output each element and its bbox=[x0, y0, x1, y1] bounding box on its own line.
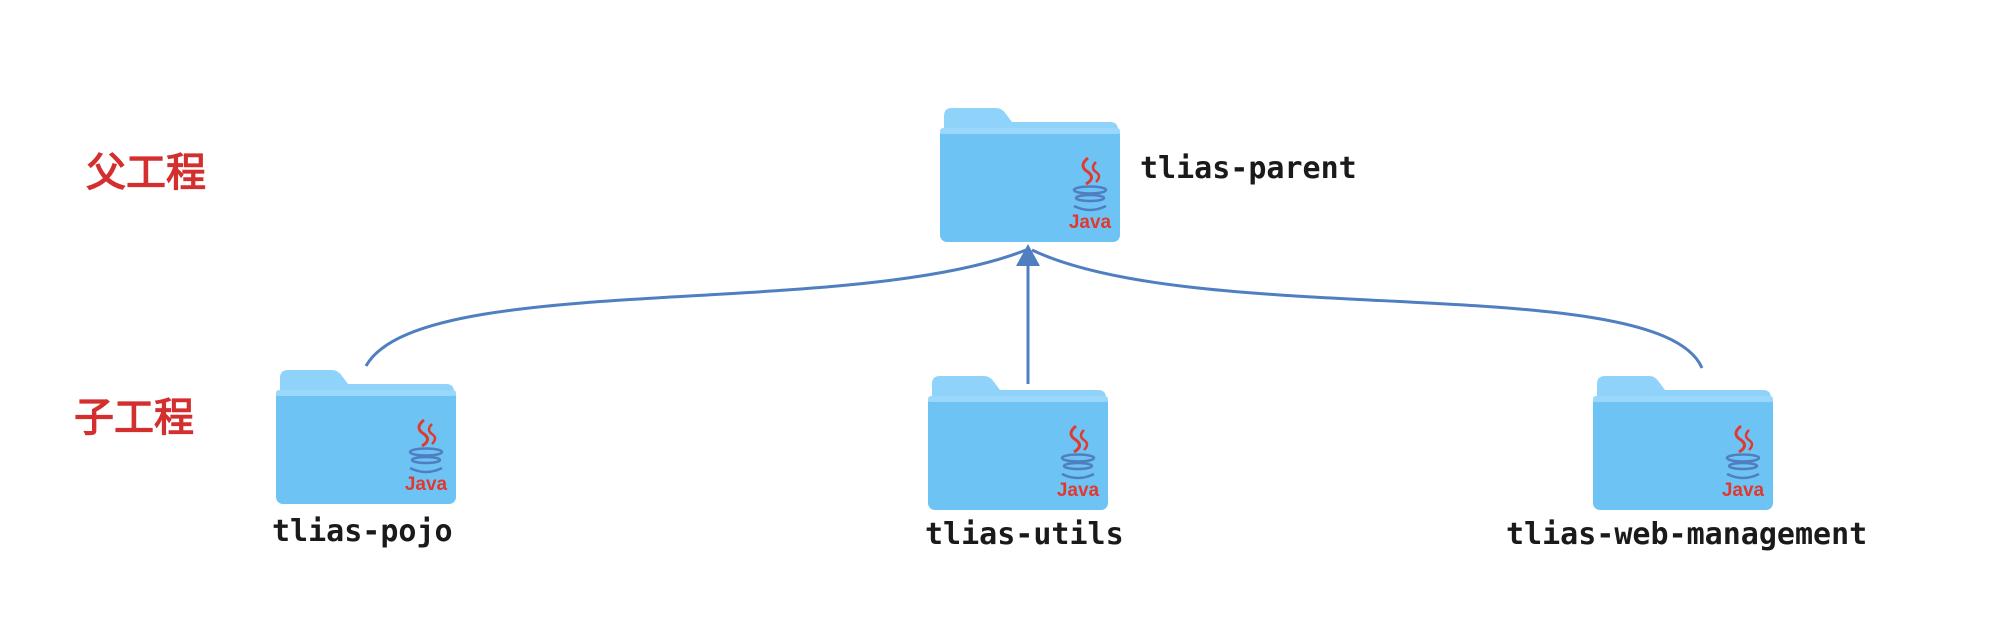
java-badge-text: Java bbox=[1069, 212, 1112, 233]
java-folder-icon[interactable]: Java bbox=[274, 368, 458, 506]
java-logo-icon: Java bbox=[1069, 156, 1112, 233]
java-logo-icon: Java bbox=[1057, 424, 1100, 501]
java-logo-icon: Java bbox=[405, 418, 448, 495]
parent-module-name: tlias-parent bbox=[1140, 151, 1357, 186]
arrow-pojo-to-parent bbox=[364, 248, 1027, 367]
web-management-module-name: tlias-web-management bbox=[1506, 517, 1868, 552]
java-badge-text: Java bbox=[1722, 480, 1765, 501]
folder-icon: Java bbox=[928, 376, 1108, 510]
folder-icon: Java bbox=[276, 370, 456, 504]
java-badge-text: Java bbox=[1057, 480, 1100, 501]
java-folder-icon[interactable]: Java bbox=[1591, 374, 1775, 512]
java-logo-icon: Java bbox=[1722, 424, 1765, 501]
arrow-web-to-parent bbox=[1031, 248, 1704, 369]
arrowhead-icon bbox=[1016, 244, 1040, 266]
java-folder-icon[interactable]: Java bbox=[938, 106, 1122, 244]
child-project-label: 子工程 bbox=[74, 395, 194, 441]
parent-project-label: 父工程 bbox=[86, 150, 206, 196]
java-badge-text: Java bbox=[405, 474, 448, 495]
folder-icon: Java bbox=[940, 108, 1120, 242]
pojo-module-name: tlias-pojo bbox=[272, 514, 453, 549]
folder-icon: Java bbox=[1593, 376, 1773, 510]
utils-module-name: tlias-utils bbox=[925, 517, 1124, 552]
java-folder-icon[interactable]: Java bbox=[926, 374, 1110, 512]
